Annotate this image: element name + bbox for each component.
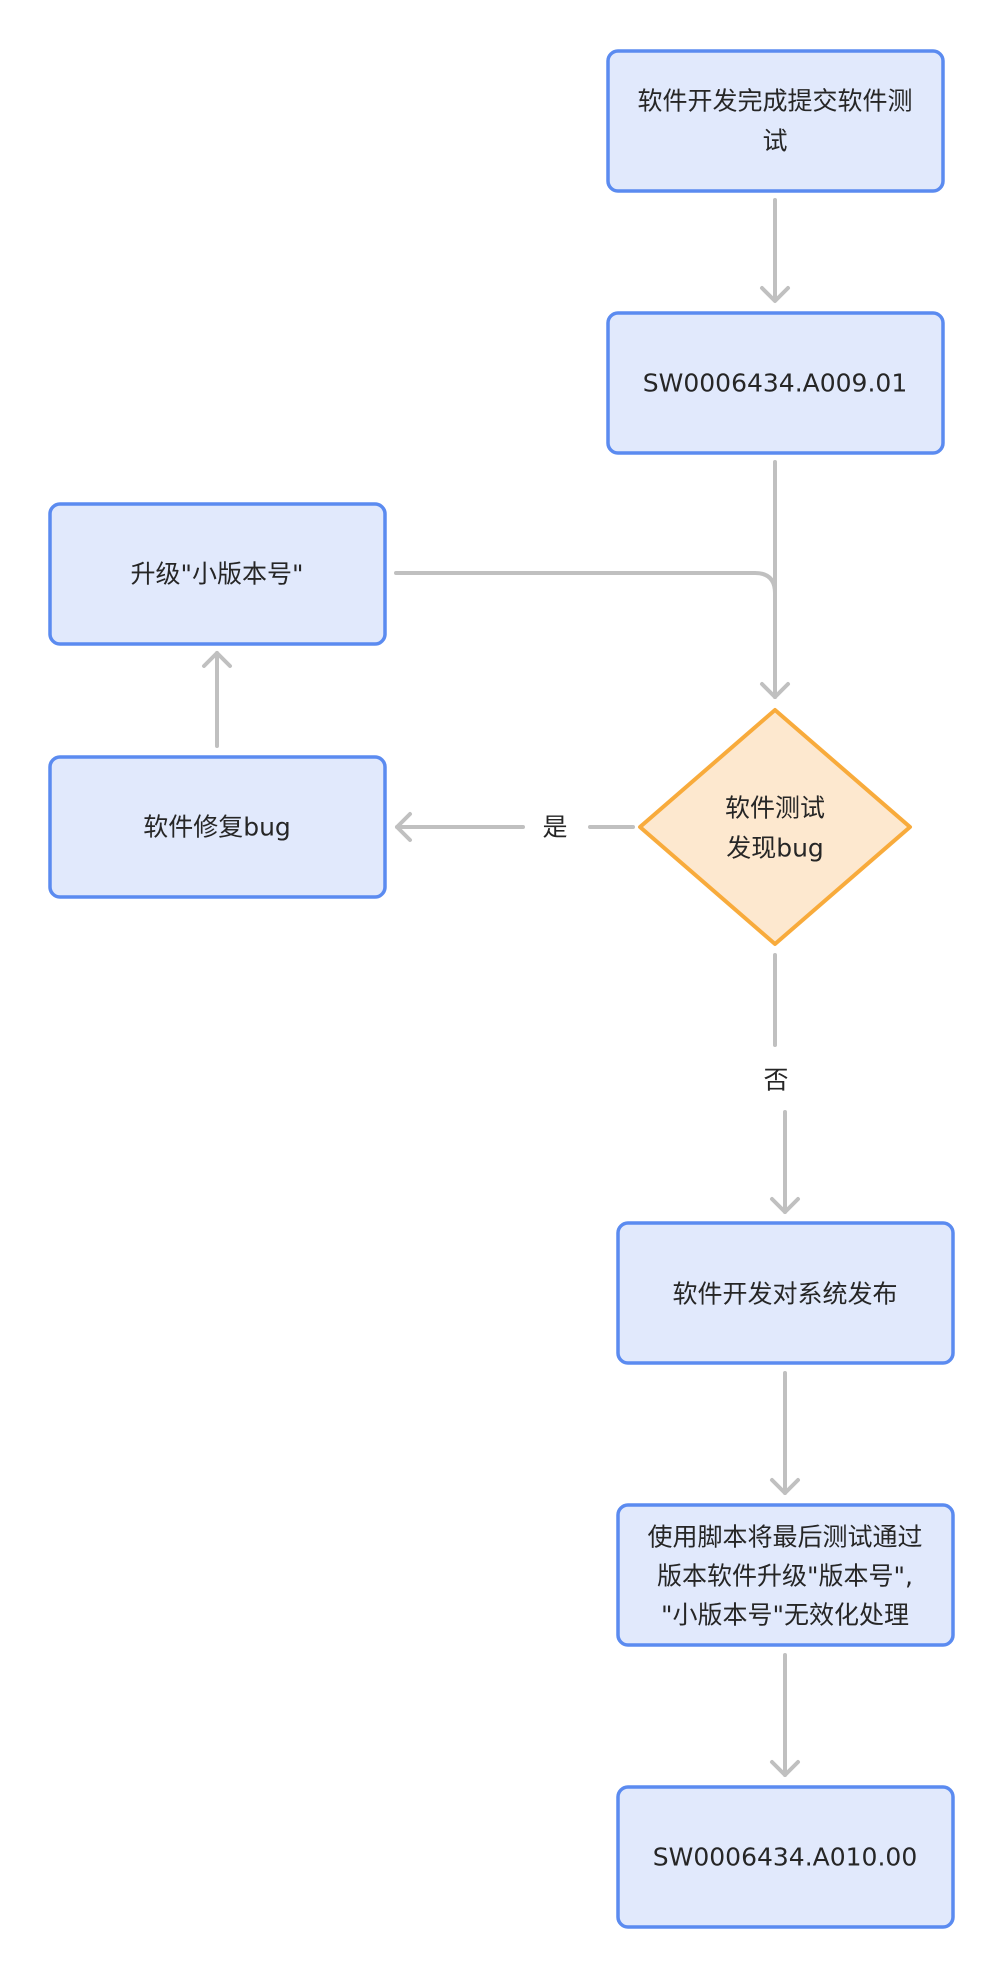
edge-upgrade-to-decision — [394, 571, 777, 699]
node-release-label: 软件开发对系统发布 — [672, 1280, 897, 1309]
node-start-line-1: 软件开发完成提交软件测 — [637, 87, 912, 116]
node-start-line-2: 试 — [762, 127, 787, 156]
node-decision: 软件测试 发现bug — [638, 708, 912, 946]
node-bug-fix-label: 软件修复bug — [143, 813, 291, 842]
arrowhead-release — [770, 1197, 800, 1214]
node-script-process: 使用脚本将最后测试通过 版本软件升级"版本号", "小版本号"无效化处理 — [616, 1503, 955, 1647]
node-script-process-line-1: 使用脚本将最后测试通过 — [647, 1523, 922, 1552]
arrowhead-version — [760, 286, 790, 303]
node-bug-fix: 软件修复bug — [48, 755, 387, 899]
node-script-process-line-3: "小版本号"无效化处理 — [661, 1601, 909, 1630]
node-decision-line-1: 软件测试 — [725, 794, 825, 823]
node-version-final: SW0006434.A010.00 — [616, 1785, 955, 1929]
node-start: 软件开发完成提交软件测 试 — [606, 49, 945, 193]
node-script-process-line-2: 版本软件升级"版本号", — [657, 1562, 913, 1591]
edge-label-no: 否 — [763, 1066, 788, 1095]
edge-label-yes: 是 — [542, 813, 567, 842]
node-version-initial: SW0006434.A009.01 — [606, 311, 945, 455]
arrowhead-script — [770, 1478, 800, 1495]
node-version-initial-label: SW0006434.A009.01 — [643, 369, 907, 398]
edges — [202, 198, 800, 1777]
arrowhead-upgrade — [202, 651, 232, 668]
node-release: 软件开发对系统发布 — [616, 1221, 955, 1365]
arrowhead-final — [770, 1760, 800, 1777]
node-decision-line-2: 发现bug — [726, 834, 824, 863]
node-upgrade-minor-label: 升级"小版本号" — [131, 560, 304, 589]
arrowhead-bugfix — [395, 812, 412, 842]
node-version-final-label: SW0006434.A010.00 — [653, 1843, 917, 1872]
node-upgrade-minor: 升级"小版本号" — [48, 502, 387, 646]
